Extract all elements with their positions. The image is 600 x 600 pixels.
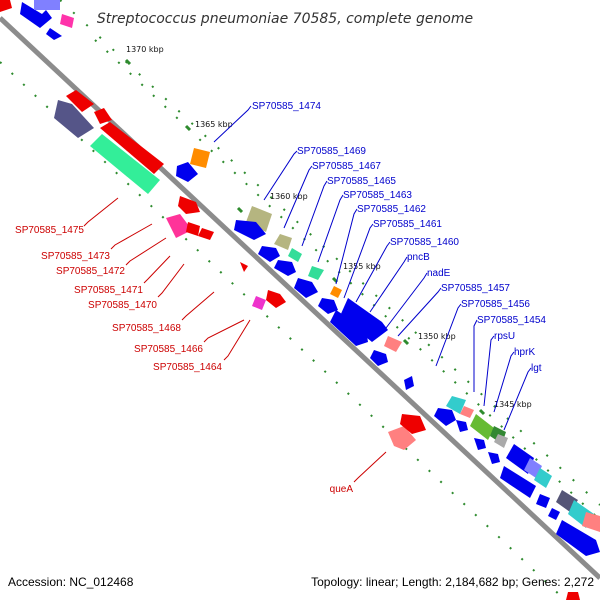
gene-label-rpsu[interactable]: rpsU [494, 331, 515, 342]
gene-block[interactable] [34, 0, 60, 10]
gene-label-sp70585-1466[interactable]: SP70585_1466 [134, 344, 203, 355]
gene-arrow[interactable] [340, 298, 388, 342]
gene-block[interactable] [0, 0, 12, 12]
dotted-track-inner-lower [0, 61, 566, 600]
gene-label-hprk[interactable]: hprK [514, 347, 535, 358]
gene-block[interactable] [494, 434, 508, 448]
map-title: Streptococcus pneumoniae 70585, complete… [97, 11, 473, 27]
scale-label-1350: 1350 kbp [418, 332, 456, 341]
gene-label-sp70585-1465[interactable]: SP70585_1465 [327, 176, 396, 187]
gene-arrow[interactable] [240, 262, 248, 272]
gene-block[interactable] [252, 296, 266, 310]
gene-arrow[interactable] [66, 90, 94, 112]
gene-label-sp70585-1471[interactable]: SP70585_1471 [74, 285, 143, 296]
gene-label-nade[interactable]: nadE [427, 268, 451, 279]
gene-block[interactable] [166, 214, 192, 238]
gene-block[interactable] [190, 148, 210, 168]
gene-block[interactable] [446, 396, 466, 414]
genome-summary-text: Topology: linear; Length: 2,184,682 bp; … [311, 575, 594, 589]
gene-block[interactable] [582, 512, 600, 532]
gene-label-sp70585-1472[interactable]: SP70585_1472 [56, 266, 125, 277]
gene-label-pncb[interactable]: pncB [407, 252, 430, 263]
gene-arrow[interactable] [548, 508, 560, 520]
forward-strand-genes [20, 0, 600, 556]
gene-arrow[interactable] [176, 162, 198, 182]
gene-block[interactable] [308, 266, 324, 280]
gene-label-sp70585-1474[interactable]: SP70585_1474 [252, 101, 321, 112]
gene-label-sp70585-1475[interactable]: SP70585_1475 [15, 225, 84, 236]
gene-block[interactable] [246, 206, 272, 232]
gene-arrow[interactable] [400, 414, 426, 434]
reverse-gene-labels: SP70585_1475 SP70585_1473 SP70585_1472 S… [15, 225, 353, 495]
forward-leader-lines [213, 105, 532, 431]
forward-gene-labels: SP70585_1474 SP70585_1469 SP70585_1467 S… [252, 101, 546, 374]
gene-arrow[interactable] [434, 408, 456, 426]
gene-block[interactable] [60, 14, 74, 28]
gene-arrow[interactable] [178, 196, 200, 214]
gene-arrow[interactable] [198, 228, 214, 240]
gene-label-lgt[interactable]: lgt [531, 363, 542, 374]
gene-arrow[interactable] [274, 260, 296, 276]
gene-label-sp70585-1456[interactable]: SP70585_1456 [461, 299, 530, 310]
gene-arrow[interactable] [234, 220, 266, 240]
gene-label-sp70585-1454[interactable]: SP70585_1454 [477, 315, 546, 326]
gene-label-sp70585-1462[interactable]: SP70585_1462 [357, 204, 426, 215]
gene-block[interactable] [288, 248, 302, 262]
gene-label-sp70585-1469[interactable]: SP70585_1469 [297, 146, 366, 157]
gene-label-sp70585-1468[interactable]: SP70585_1468 [112, 323, 181, 334]
reverse-strand-genes [0, 0, 580, 600]
gene-label-sp70585-1460[interactable]: SP70585_1460 [390, 237, 459, 248]
scale-label-1345: 1345 kbp [494, 400, 532, 409]
gene-label-sp70585-1470[interactable]: SP70585_1470 [88, 300, 157, 311]
gene-block[interactable] [470, 414, 494, 440]
gene-arrow[interactable] [94, 108, 112, 124]
scale-label-1355: 1355 kbp [343, 262, 381, 271]
gene-arrow[interactable] [318, 298, 338, 314]
gene-block[interactable] [388, 426, 416, 450]
gene-arrow[interactable] [46, 28, 62, 40]
gene-arrow[interactable] [488, 452, 500, 464]
gene-block[interactable] [54, 100, 94, 138]
gene-arrow[interactable] [500, 466, 536, 498]
gene-arrow[interactable] [266, 290, 286, 308]
gene-arrow[interactable] [536, 494, 550, 508]
gene-block[interactable] [274, 234, 292, 250]
accession-text: Accession: NC_012468 [8, 575, 134, 589]
gene-arrow[interactable] [20, 2, 52, 28]
gene-label-sp70585-1467[interactable]: SP70585_1467 [312, 161, 381, 172]
gene-arrow[interactable] [186, 222, 200, 236]
gene-arrow[interactable] [404, 376, 414, 390]
gene-arrow[interactable] [100, 122, 164, 174]
scale-label-1360: 1360 kbp [270, 192, 308, 201]
scale-ticks [124, 58, 486, 416]
gene-arrow[interactable] [370, 350, 388, 366]
scale-label-1370: 1370 kbp [126, 45, 164, 54]
gene-block[interactable] [460, 406, 474, 418]
gene-arrow[interactable] [258, 246, 280, 262]
reverse-leader-lines [83, 197, 387, 483]
dotted-track-top [59, 0, 600, 506]
gene-label-sp70585-1464[interactable]: SP70585_1464 [153, 362, 222, 373]
gene-arrow[interactable] [294, 278, 318, 298]
gene-label-sp70585-1473[interactable]: SP70585_1473 [41, 251, 110, 262]
gene-block[interactable] [384, 336, 402, 352]
gene-block[interactable] [534, 468, 552, 488]
gene-label-quea[interactable]: queA [330, 484, 354, 495]
gene-arrow[interactable] [566, 592, 580, 600]
gene-arrow[interactable] [556, 520, 600, 556]
gene-label-sp70585-1463[interactable]: SP70585_1463 [343, 190, 412, 201]
gene-arrow[interactable] [474, 438, 486, 450]
gene-arrow[interactable] [456, 420, 468, 432]
gene-arrow[interactable] [330, 310, 368, 346]
gene-block[interactable] [90, 134, 160, 194]
scale-label-1365: 1365 kbp [195, 120, 233, 129]
gene-block[interactable] [330, 286, 342, 298]
gene-label-sp70585-1457[interactable]: SP70585_1457 [441, 283, 510, 294]
dotted-track-upper [94, 39, 600, 521]
gene-label-sp70585-1461[interactable]: SP70585_1461 [373, 219, 442, 230]
